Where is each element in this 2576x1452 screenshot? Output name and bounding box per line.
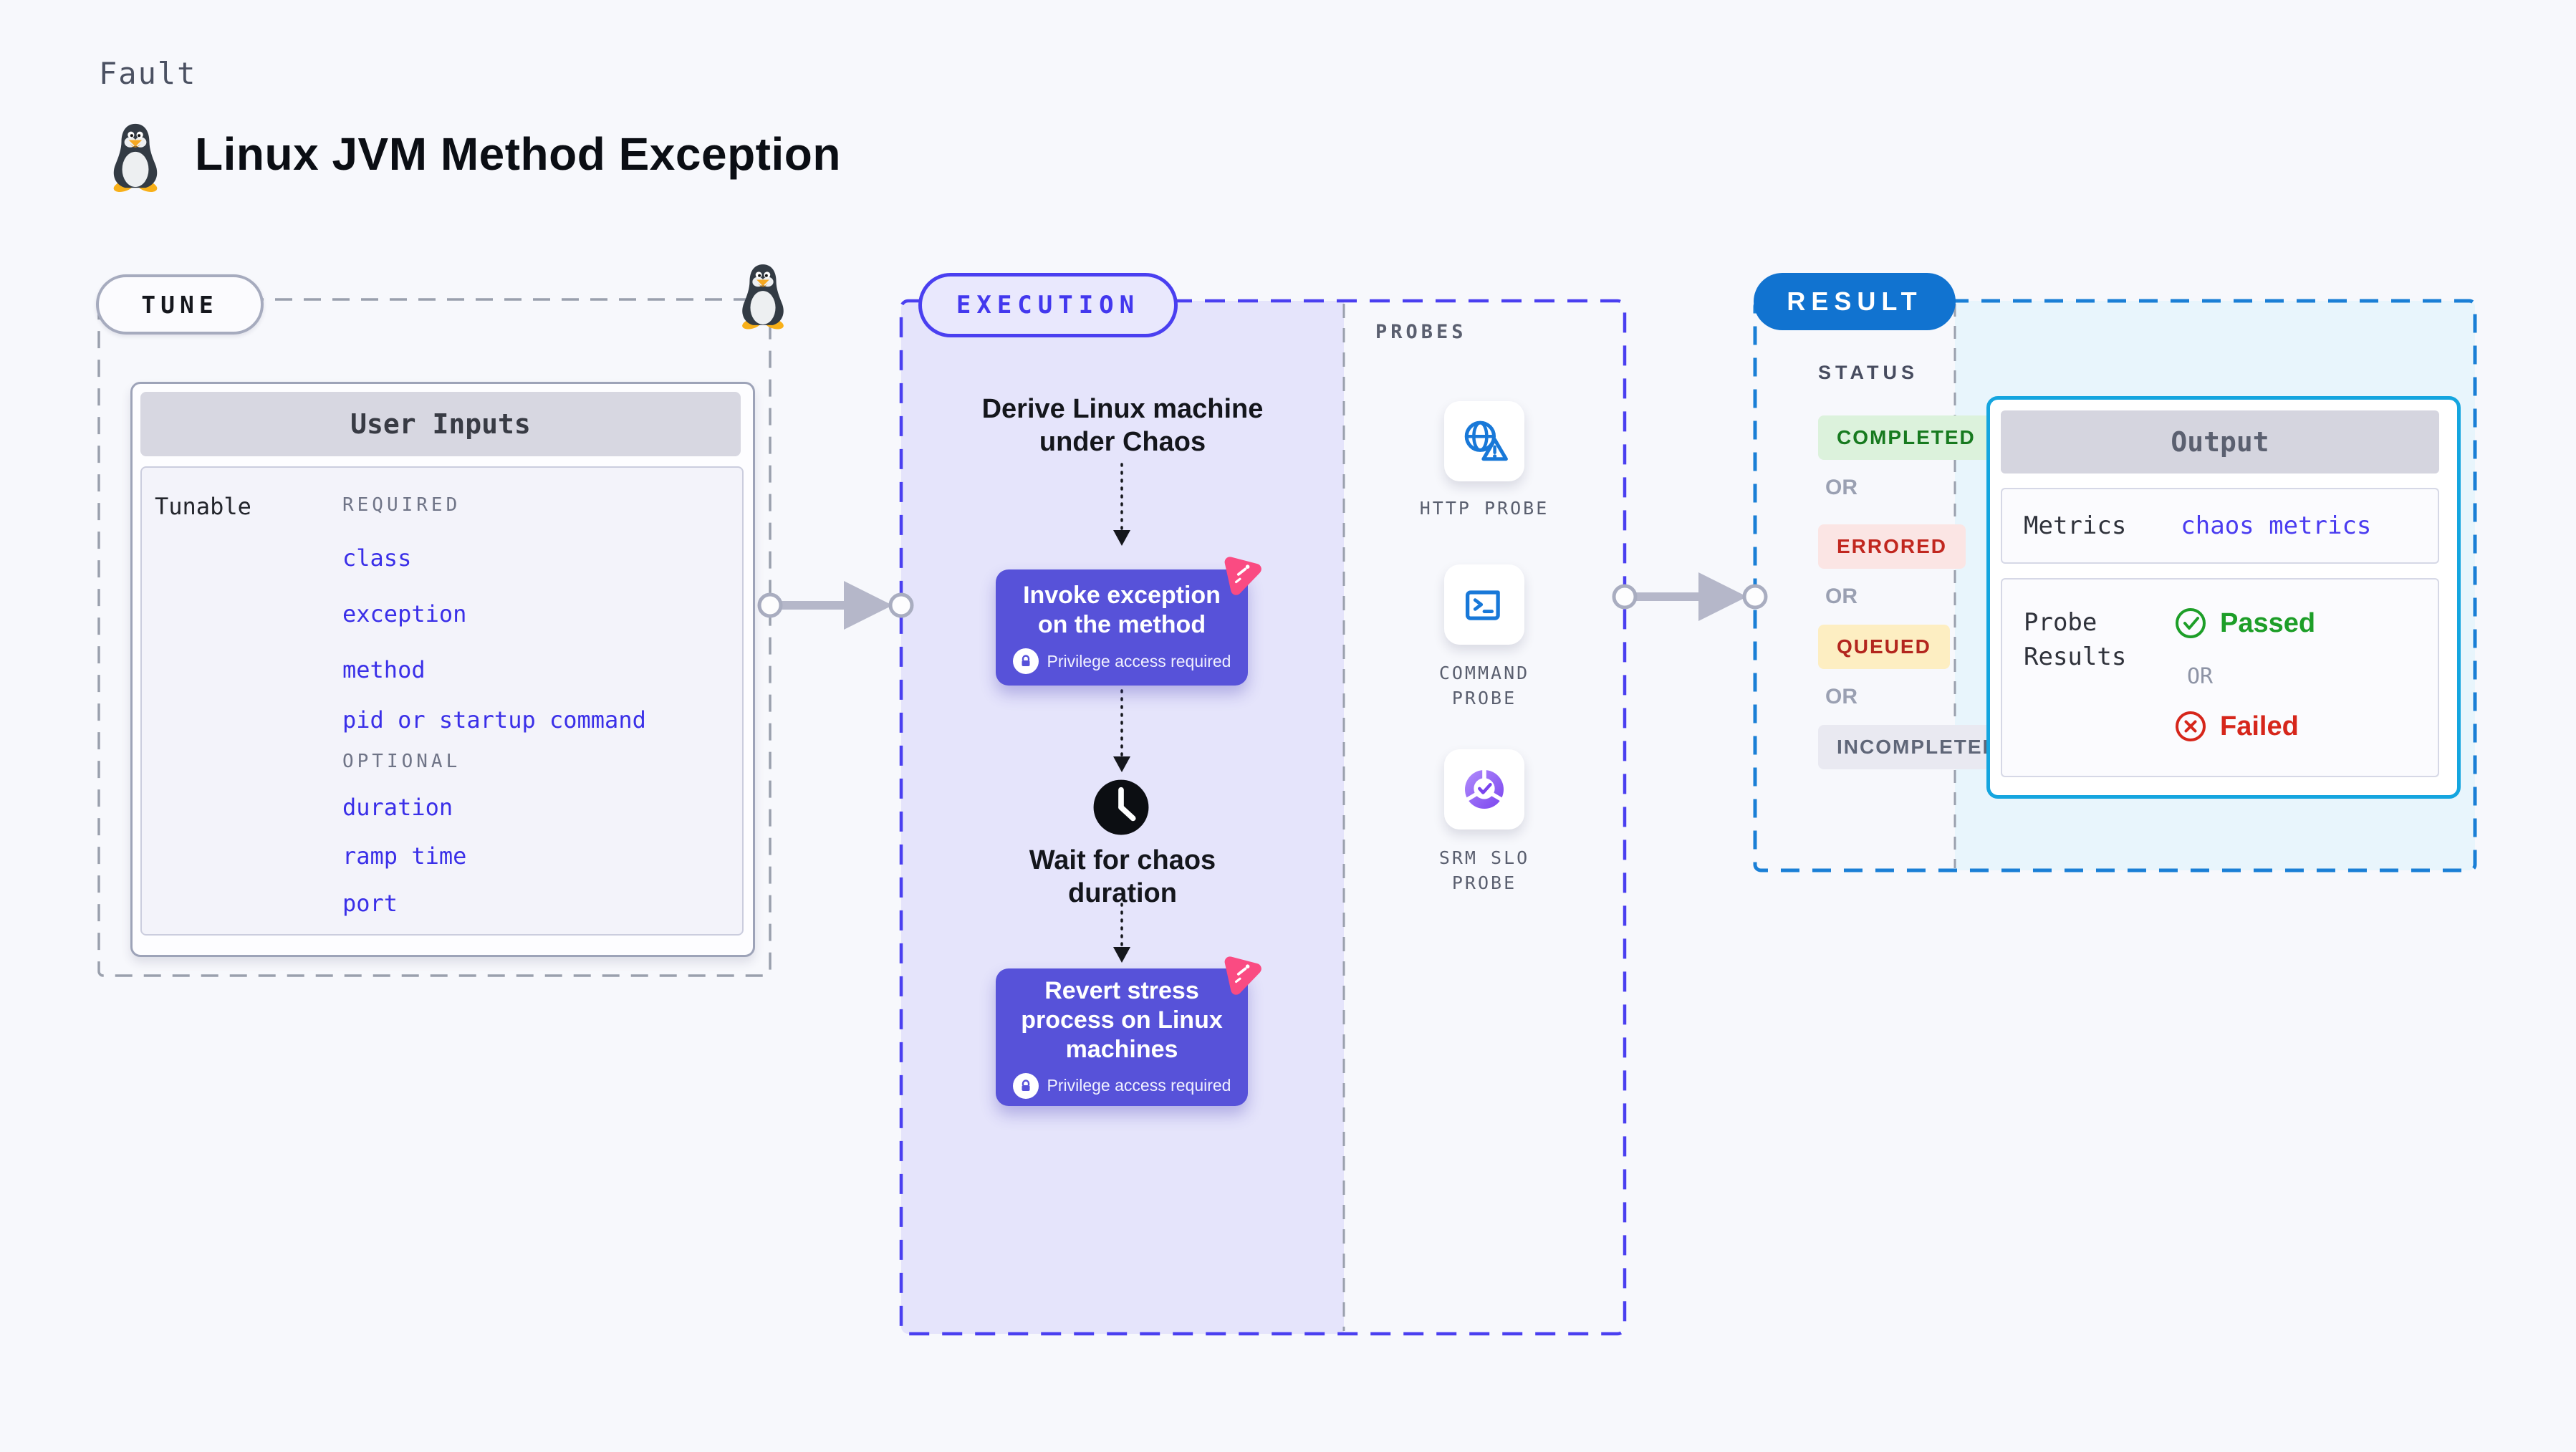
lock-icon	[1012, 1072, 1039, 1099]
metrics-label: Metrics	[2024, 511, 2127, 540]
privilege-note: Privilege access required	[1047, 1076, 1231, 1095]
passed-verdict: Passed	[2174, 607, 2315, 640]
tunable-link-method[interactable]: method	[342, 656, 426, 683]
terminal-icon	[1465, 590, 1500, 620]
tune-to-execution-arrow	[757, 581, 914, 630]
chaos-metrics-link[interactable]: chaos metrics	[2181, 511, 2372, 540]
tunable-link-ramp-time[interactable]: ramp time	[342, 842, 467, 870]
tunable-row-label: Tunable	[155, 493, 251, 520]
or-separator: OR	[1825, 585, 1857, 608]
fault-eyebrow-label: Fault	[99, 56, 197, 91]
or-separator: OR	[1825, 685, 1857, 708]
http-probe-tile	[1444, 401, 1524, 481]
execution-badge: EXECUTION	[918, 273, 1178, 337]
tunable-link-port[interactable]: port	[342, 890, 398, 917]
srm-slo-probe-label: SRM SLO PROBE	[1438, 847, 1530, 893]
status-badge-completed: COMPLETED	[1818, 415, 1994, 460]
optional-heading: OPTIONAL	[342, 751, 461, 772]
chaos-pink-icon	[1224, 557, 1261, 595]
tunable-link-duration[interactable]: duration	[342, 794, 453, 821]
check-circle-icon	[2176, 608, 2206, 638]
or-separator: OR	[2187, 664, 2214, 689]
page-title: Linux JVM Method Exception	[195, 128, 841, 180]
linux-tux-icon	[113, 123, 158, 192]
probes-heading: PROBES	[1375, 321, 1467, 343]
result-badge: RESULT	[1754, 273, 1956, 330]
or-separator: OR	[1825, 476, 1857, 499]
x-circle-icon	[2176, 711, 2206, 741]
command-probe-tile	[1444, 564, 1524, 645]
execution-to-result-arrow	[1612, 572, 1768, 621]
user-inputs-card-title: User Inputs	[140, 392, 741, 456]
status-heading: STATUS	[1818, 362, 1918, 383]
slo-pie-icon	[1465, 769, 1504, 809]
globe-alert-icon	[1464, 420, 1508, 461]
privilege-note: Privilege access required	[1047, 651, 1231, 670]
clock-icon	[1093, 779, 1149, 835]
metrics-row: Metrics chaos metrics	[2001, 488, 2439, 564]
wait-step-label: Wait for chaos duration	[1029, 845, 1216, 908]
revert-stress-step: Revert stress process on Linux machines …	[996, 968, 1248, 1106]
invoke-exception-step: Invoke exception on the method Privilege…	[996, 569, 1248, 686]
srm-slo-probe-tile	[1444, 749, 1524, 830]
required-heading: REQUIRED	[342, 494, 461, 516]
chaos-pink-icon	[1224, 956, 1261, 995]
tunable-link-exception[interactable]: exception	[342, 600, 467, 628]
derive-step-label: Derive Linux machine under Chaos	[981, 394, 1264, 457]
probe-results-row: Probe Results Passed OR Failed	[2001, 578, 2439, 777]
tunable-link-pid-or-startup-command[interactable]: pid or startup command	[342, 706, 646, 734]
http-probe-label: HTTP PROBE	[1419, 498, 1549, 519]
tune-badge: TUNE	[96, 274, 264, 335]
output-card-title: Output	[2001, 410, 2439, 473]
tunable-link-class[interactable]: class	[342, 544, 412, 572]
linux-tux-corner-icon	[742, 264, 784, 330]
command-probe-label: COMMAND PROBE	[1438, 663, 1530, 708]
probe-results-label: Probe Results	[2024, 608, 2127, 671]
status-badge-errored: ERRORED	[1818, 524, 1966, 569]
failed-verdict: Failed	[2174, 710, 2299, 743]
status-badge-queued: QUEUED	[1818, 625, 1950, 669]
lock-icon	[1012, 648, 1039, 674]
